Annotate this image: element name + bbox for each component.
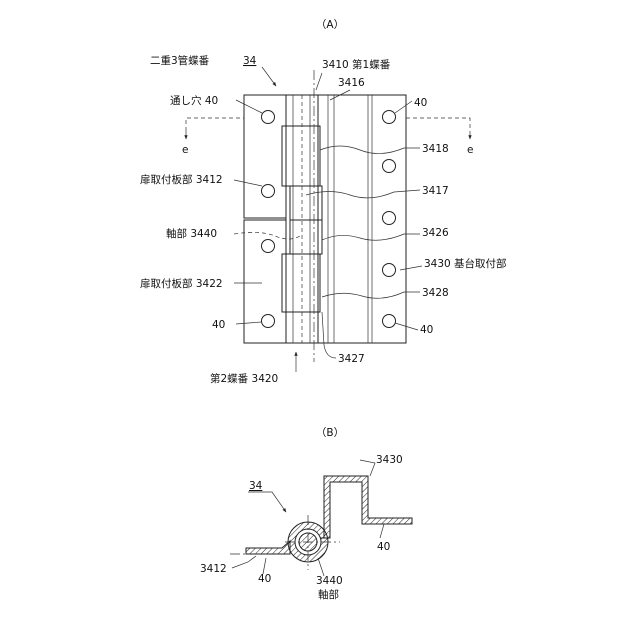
ref-3418-label: 3418 — [422, 143, 449, 155]
ref-3427-label: 3427 — [338, 353, 365, 365]
ref-3440-label: 3440 — [316, 575, 343, 587]
second-hinge-label: 第2蝶番 3420 — [210, 372, 278, 385]
shaft-label: 軸部 3440 — [166, 227, 217, 240]
ref-3430-label: 3430 — [376, 454, 403, 466]
figure-b: （B） 3430 34 40 3412 40 3440 軸部 — [200, 427, 412, 601]
hole-left-bottom-label: 40 — [212, 319, 225, 331]
figure-b-caption: （B） — [316, 427, 344, 439]
hole-right-3 — [383, 212, 396, 225]
hole-left-1 — [262, 111, 275, 124]
ref-3428-label: 3428 — [422, 287, 449, 299]
hole-right-1 — [383, 111, 396, 124]
hole-right-4 — [383, 264, 396, 277]
ref-34-label: 34 — [249, 480, 263, 492]
section-left-label: e — [182, 144, 188, 156]
title-label: 二重3管蝶番 — [150, 54, 210, 67]
ref-3417-label: 3417 — [422, 185, 449, 197]
hole-left-4 — [262, 315, 275, 328]
first-hinge-label: 3410 第1蝶番 — [322, 58, 391, 71]
base-mount-label: 3430 基台取付部 — [424, 257, 507, 270]
door-plate-upper-label: 扉取付板部 3412 — [140, 173, 223, 186]
hole-right-top-label: 40 — [414, 97, 427, 109]
hole-right-label-b: 40 — [377, 541, 390, 553]
door-plate-lower-label: 扉取付板部 3422 — [140, 277, 223, 290]
hole-right-5 — [383, 315, 396, 328]
hinge-cross-section — [246, 541, 290, 554]
knuckle-middle-upper — [290, 186, 322, 220]
hole-left-2 — [262, 185, 275, 198]
knuckle-middle-lower — [290, 220, 322, 254]
hole-left-label-b: 40 — [258, 573, 271, 585]
ref-3416-label: 3416 — [338, 77, 365, 89]
through-hole-label: 通し穴 40 — [170, 94, 218, 107]
title-ref: 34 — [243, 55, 257, 67]
ref-3412-label: 3412 — [200, 563, 227, 575]
hole-right-bottom-label: 40 — [420, 324, 433, 336]
shaft-label-b: 軸部 — [318, 588, 339, 601]
knuckle-column — [282, 95, 322, 343]
hole-left-3 — [262, 240, 275, 253]
section-right-label: e — [467, 144, 473, 156]
hole-right-2 — [383, 160, 396, 173]
base-profile — [320, 476, 412, 538]
figure-a: （A） — [140, 19, 507, 385]
ref-3426-label: 3426 — [422, 227, 449, 239]
figure-a-caption: （A） — [316, 19, 344, 31]
